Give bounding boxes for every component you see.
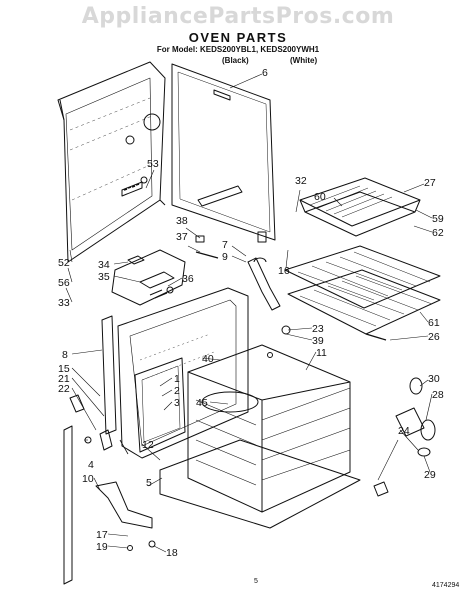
callout-7: 7 (222, 239, 228, 251)
callout-5: 5 (146, 477, 152, 489)
callout-2: 2 (174, 385, 180, 397)
color-label-white: (White) (290, 56, 318, 65)
callout-12: 12 (142, 439, 154, 451)
document-code: 4174294 (432, 582, 460, 589)
color-label-black: (Black) (222, 56, 249, 65)
callout-62: 62 (432, 227, 444, 239)
callout-45: 45 (196, 397, 208, 409)
rear-insulation-panel (57, 61, 166, 263)
door-hinge-assembly (63, 394, 156, 585)
callout-33: 33 (58, 297, 70, 309)
watermark: AppliancePartsPros.com (81, 4, 395, 29)
callout-3: 3 (174, 397, 180, 409)
callout-37: 37 (176, 231, 188, 243)
callout-11: 11 (316, 347, 327, 359)
callout-24: 24 (398, 425, 410, 437)
inner-door-panel (134, 357, 186, 453)
callout-23: 23 (312, 323, 324, 335)
callout-6: 6 (262, 67, 268, 79)
broiler-pan (299, 177, 421, 237)
callout-59: 59 (432, 213, 444, 225)
callout-22: 22 (58, 383, 70, 395)
callout-10: 10 (82, 473, 94, 485)
callout-27: 27 (424, 177, 436, 189)
callout-52: 52 (58, 257, 70, 269)
diagram-title: OVEN PARTS (188, 30, 288, 45)
callout-56: 56 (58, 277, 70, 289)
callout-38: 38 (176, 215, 188, 227)
callout-29: 29 (424, 469, 436, 481)
callout-17: 17 (96, 529, 108, 541)
callout-26: 26 (428, 331, 440, 343)
callout-4: 4 (88, 459, 94, 471)
callout-16: 16 (278, 265, 290, 277)
callout-18: 18 (166, 547, 178, 559)
callout-40: 40 (202, 353, 214, 365)
callout-53: 53 (147, 158, 159, 170)
callout-9: 9 (222, 251, 228, 263)
callout-28: 28 (432, 389, 444, 401)
callout-1: 1 (174, 373, 180, 385)
callout-39: 39 (312, 335, 324, 347)
thermostat-bracket (111, 235, 219, 306)
callout-8: 8 (62, 349, 68, 361)
callout-35: 35 (98, 271, 110, 283)
callout-61: 61 (428, 317, 440, 329)
callout-32: 32 (295, 175, 307, 187)
oven-cavity (159, 344, 361, 529)
back-panel (171, 63, 276, 243)
leader-lines (65, 73, 433, 553)
callout-21: 21 (58, 373, 70, 385)
oven-racks (284, 245, 441, 341)
callout-19: 19 (96, 541, 108, 553)
callout-34: 34 (98, 259, 110, 271)
callout-30: 30 (428, 373, 440, 385)
model-numbers: For Model: KEDS200YBL1, KEDS200YWH1 (156, 45, 320, 54)
callout-36: 36 (182, 273, 194, 285)
callout-15: 15 (58, 363, 70, 375)
callout-60: 60 (314, 191, 326, 203)
door-latch-hardware (373, 377, 436, 497)
page-number: 5 (254, 578, 258, 585)
